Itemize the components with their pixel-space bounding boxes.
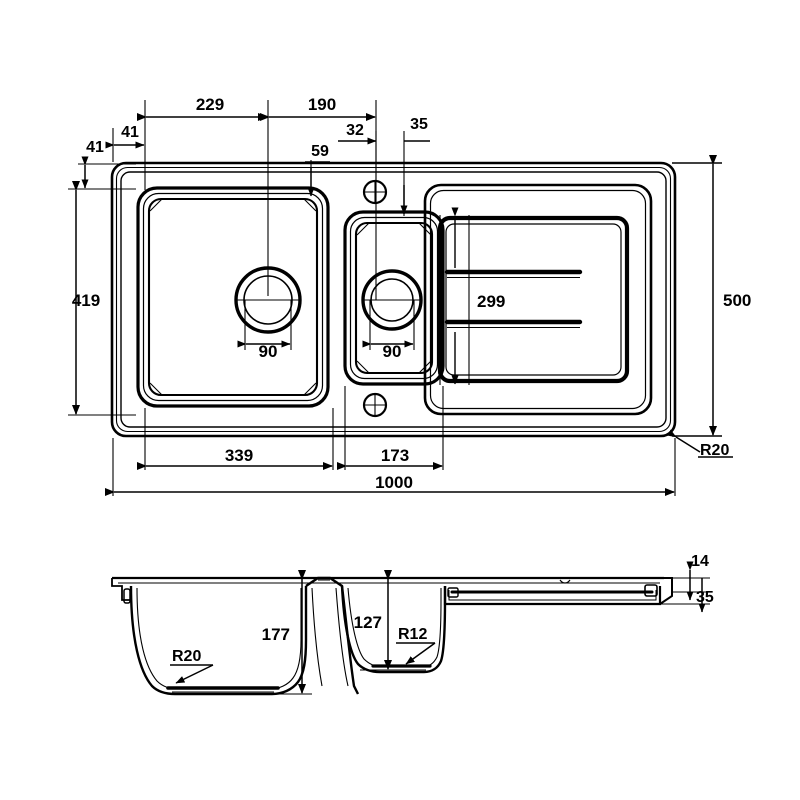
dimension-label-229: 229 [196, 95, 224, 114]
dimension-35-section [640, 578, 710, 613]
leader-r20-plan [666, 429, 733, 458]
section-right-end [659, 577, 673, 605]
dimension-label-177: 177 [262, 625, 290, 644]
tap-hole-upper [362, 179, 388, 205]
dimension-14 [673, 561, 710, 601]
drainer-grooves [444, 269, 583, 329]
dimension-59 [305, 160, 330, 197]
dimension-label-127: 127 [354, 613, 382, 632]
dimension-label-41-horizontal: 41 [121, 124, 139, 141]
dimension-173 [337, 386, 444, 470]
dimension-177 [280, 570, 312, 695]
dimension-label-1000: 1000 [375, 473, 413, 492]
dimension-label-r20-plan: R20 [700, 442, 729, 459]
dimension-label-500: 500 [723, 291, 751, 310]
main-bowl [136, 186, 330, 408]
sink-outer-outline [110, 161, 677, 438]
dimension-label-35: 35 [410, 116, 428, 133]
leader-r12 [396, 642, 436, 665]
dimension-419 [68, 181, 136, 416]
dimension-35 [375, 131, 430, 300]
dimension-127 [360, 570, 396, 671]
section-left-clip [111, 578, 131, 604]
dimension-229 [137, 100, 269, 296]
dimension-label-339: 339 [225, 446, 253, 465]
tap-hole-lower [362, 392, 388, 418]
dimension-label-r12: R12 [398, 626, 427, 643]
dimension-299 [439, 207, 470, 385]
dimension-label-173: 173 [381, 446, 409, 465]
dimension-label-35-section: 35 [696, 589, 714, 606]
drainer-board [423, 183, 653, 416]
dimension-label-r20-section: R20 [172, 648, 201, 665]
leader-r20-section [170, 664, 214, 684]
dimension-41-horizontal [105, 128, 145, 162]
dimension-339 [137, 408, 334, 470]
section-drainer [443, 579, 662, 606]
dimension-1000 [105, 438, 676, 496]
section-divider-ridge [305, 576, 360, 695]
dimension-500 [672, 155, 722, 437]
dimension-label-14: 14 [691, 553, 709, 570]
dimension-label-299: 299 [477, 292, 505, 311]
section-view: 177 127 R12 R20 14 [111, 553, 714, 696]
small-bowl-drain [361, 269, 423, 331]
plan-view: 229 190 41 41 59 32 [68, 95, 751, 496]
dimension-label-90-small: 90 [383, 342, 402, 361]
dimension-90-main [237, 300, 292, 350]
dimension-label-41-vertical: 41 [86, 139, 104, 156]
dimension-label-419: 419 [72, 291, 100, 310]
small-bowl [343, 210, 445, 386]
dimension-label-32: 32 [346, 122, 364, 139]
dimension-label-59: 59 [311, 143, 329, 160]
dimension-label-90-main: 90 [259, 342, 278, 361]
dimension-90-small [362, 300, 415, 350]
dimension-label-190: 190 [308, 95, 336, 114]
